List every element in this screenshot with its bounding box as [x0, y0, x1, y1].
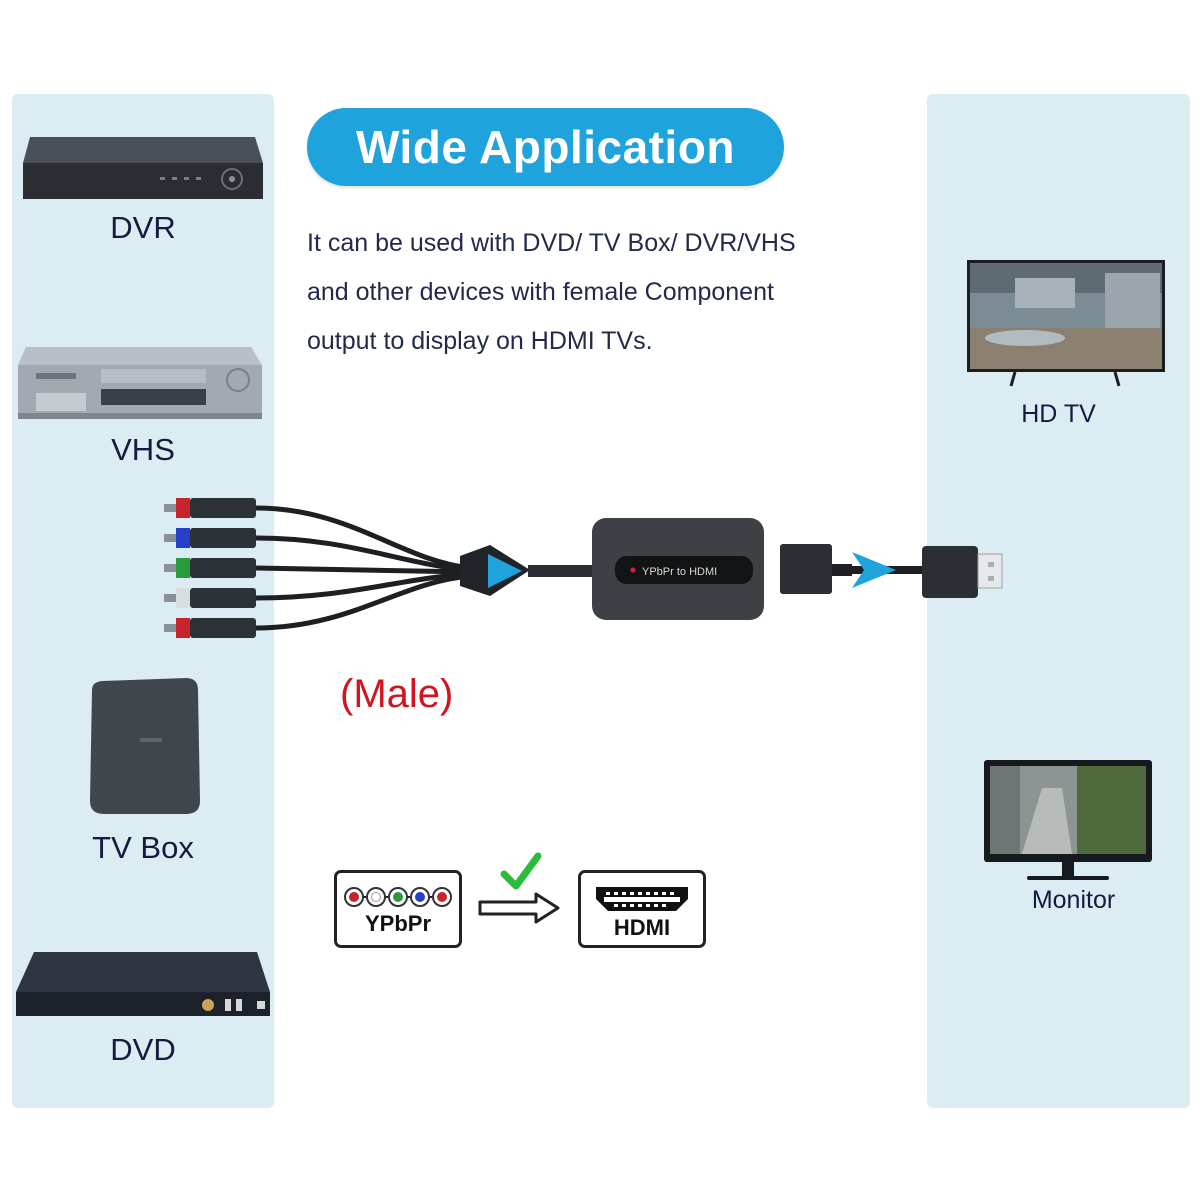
rca-plug-red — [164, 498, 256, 518]
dvd-player-icon — [16, 952, 270, 1016]
hdmi-male-plug — [922, 546, 978, 598]
device-label-hdtv: HD TV — [1021, 400, 1096, 428]
male-connector-label: (Male) — [340, 672, 454, 716]
rca-plug-green — [164, 558, 256, 578]
component-port-center — [415, 892, 425, 902]
device-label-vhs: VHS — [111, 432, 175, 467]
hdmi-port-icon — [596, 887, 688, 911]
hdmi-box: HDMI — [578, 870, 706, 948]
rca-plug-white — [164, 588, 256, 608]
ypbpr-box: YPbPr — [334, 870, 462, 948]
description: It can be used with DVD/ TV Box/ DVR/VHS… — [307, 219, 927, 366]
page-title: Wide Application — [307, 108, 784, 186]
component-port-center — [349, 892, 359, 902]
splitter-arrow-icon — [488, 554, 522, 588]
device-label-tv-box: TV Box — [92, 830, 194, 865]
device-label-dvr: DVR — [110, 210, 176, 245]
component-ports-icon — [344, 887, 452, 907]
rca-plug-blue — [164, 528, 256, 548]
component-cable: YPbPr to HDMI — [164, 498, 1003, 638]
convert-arrow-icon — [478, 892, 560, 924]
monitor-icon — [984, 760, 1152, 880]
description-line: and other devices with female Component — [307, 278, 774, 306]
direction-arrow-icon — [852, 552, 896, 588]
device-label-monitor: Monitor — [1031, 886, 1116, 914]
dvr-icon — [23, 137, 263, 199]
component-port-center — [393, 892, 403, 902]
check-icon — [500, 852, 542, 890]
vhs-player-icon — [18, 347, 262, 419]
description-line: It can be used with DVD/ TV Box/ DVR/VHS — [307, 229, 796, 257]
rca-plug-red-2 — [164, 618, 256, 638]
device-label-dvd: DVD — [110, 1032, 176, 1067]
component-port-center — [437, 892, 447, 902]
adapter-label: YPbPr to HDMI — [642, 566, 717, 578]
description-line: output to display on HDMI TVs. — [307, 327, 653, 355]
hdtv-icon — [967, 260, 1165, 387]
tv-box-icon — [90, 678, 200, 814]
component-port-center — [371, 892, 381, 902]
ypbpr-label: YPbPr — [364, 911, 432, 936]
hdmi-label: HDMI — [613, 915, 671, 940]
